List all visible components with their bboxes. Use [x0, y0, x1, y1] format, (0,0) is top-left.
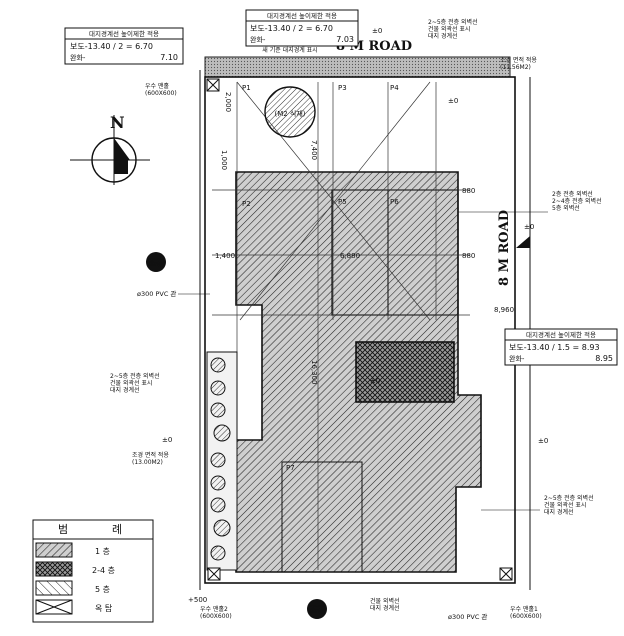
hbox1-line2-value: 7.10: [160, 53, 178, 62]
label-p1: P1: [242, 84, 251, 92]
grid-lines: [212, 81, 470, 570]
hbox2-title: 대지경계선 높이제한 적용: [267, 11, 337, 20]
height-box-top-left: 대지경계선 높이제한 적용 보도-13.40 / 2 = 6.70 완화- 7.…: [64, 27, 184, 65]
label-p4: P4: [390, 84, 399, 92]
legend-swatch-floor1: [35, 542, 73, 558]
hbox2-line2-value: 7.03: [336, 35, 354, 44]
dim-880-mid: 880: [462, 252, 475, 260]
dim-1000: 1,000: [220, 150, 228, 170]
section-marker-left: 조경: [146, 252, 166, 272]
dim-880-top: 880: [462, 187, 475, 195]
hbox3-title: 대지경계선 높이제한 적용: [526, 330, 596, 339]
north-letter: N: [110, 113, 125, 132]
level-mark-top: ±0: [372, 27, 382, 35]
hbox2-line1: 보도-13.40 / 2 = 6.70: [250, 24, 333, 33]
level-mark-east: ±0: [524, 223, 534, 231]
level-mark-center: ±0: [370, 377, 380, 385]
tree-circle: [264, 86, 316, 138]
legend-swatch-floor5: [35, 580, 73, 596]
north-symbol: N: [70, 113, 150, 185]
height-box-top-center: 대지경계선 높이제한 적용 보도-13.40 / 2 = 6.70 완화- 7.…: [245, 9, 359, 47]
level-mark-right: ±0: [538, 437, 548, 445]
section-marker-bottom: 조경: [307, 599, 327, 619]
height-box-right: 대지경계선 높이제한 적용 보도-13.40 / 1.5 = 8.93 완화- …: [504, 328, 618, 366]
section-left-text: 조경: [148, 257, 165, 269]
legend-header-right: 례: [112, 523, 122, 536]
legend-label-floor5: 5 층: [95, 585, 110, 594]
hbox2-line2-label: 완화-: [250, 36, 266, 44]
legend: 범 례 1 층 2-4 층 5 층 옥 탑: [32, 519, 154, 623]
hbox3-line2-label: 완화-: [509, 355, 525, 363]
dim-6880: 6,880: [340, 252, 360, 260]
level-mark-bottom: +500: [188, 596, 207, 604]
hbox3-line1: 보도-13.40 / 1.5 = 8.93: [509, 343, 600, 352]
hbox1-line1: 보도-13.40 / 2 = 6.70: [70, 42, 153, 51]
label-p7: P7: [286, 464, 295, 472]
manhole-marks: [206, 78, 513, 581]
legend-swatch-floor24: [35, 561, 73, 577]
east-road-label: 8 M ROAD: [497, 210, 512, 286]
level-mark-left: ±0: [162, 436, 172, 444]
north-road-strip: [204, 56, 511, 78]
tree-circle-label: (M2 식재): [274, 109, 305, 118]
label-p3: P3: [338, 84, 347, 92]
manhole-bottom-left-note: 우수 맨홀2(600X600): [200, 605, 232, 620]
pilotis-outline: [281, 461, 363, 573]
east-road-arrow: [516, 236, 530, 248]
dim-8960: 8,960: [494, 306, 514, 314]
landscape-top-note: 조경 면적 적용(11.56M2): [500, 56, 537, 71]
legend-label-void: 옥 탑: [95, 604, 113, 613]
dim-16300: 16,300: [310, 360, 318, 385]
hbox3-line2-value: 8.95: [595, 354, 613, 363]
hbox1-line2-label: 완화-: [70, 54, 86, 62]
section-bottom-text: 조경: [309, 604, 326, 616]
dim-2000: 2,000: [224, 92, 232, 112]
label-p2: P2: [242, 200, 251, 208]
legend-label-floor24: 2-4 층: [92, 566, 115, 575]
legend-header-left: 범: [58, 523, 68, 536]
legend-label-floor1: 1 층: [95, 547, 110, 556]
manhole-top-left-note: 우수 맨홀(600X600): [145, 82, 177, 97]
pipe-left-note: ø300 PVC 관: [137, 289, 176, 298]
manhole-bottom-right-note: 우수 맨홀1(600X600): [510, 605, 542, 620]
pipe-bottom-note: ø300 PVC 관: [448, 612, 487, 621]
building-floor5: [355, 341, 455, 403]
dim-1400: 1,400: [215, 252, 235, 260]
dim-7400: 7,400: [310, 140, 318, 160]
label-p6: P6: [390, 198, 399, 206]
level-mark-right-top: ±0: [448, 97, 458, 105]
shrub-circles: [210, 357, 231, 561]
landscape-mid-note: 조경 면적 적용(13.00M2): [132, 451, 169, 466]
label-p5: P5: [338, 198, 347, 206]
north-road-note: 새 기준 대지경계 표시: [262, 46, 317, 54]
hbox1-title: 대지경계선 높이제한 적용: [89, 29, 159, 38]
